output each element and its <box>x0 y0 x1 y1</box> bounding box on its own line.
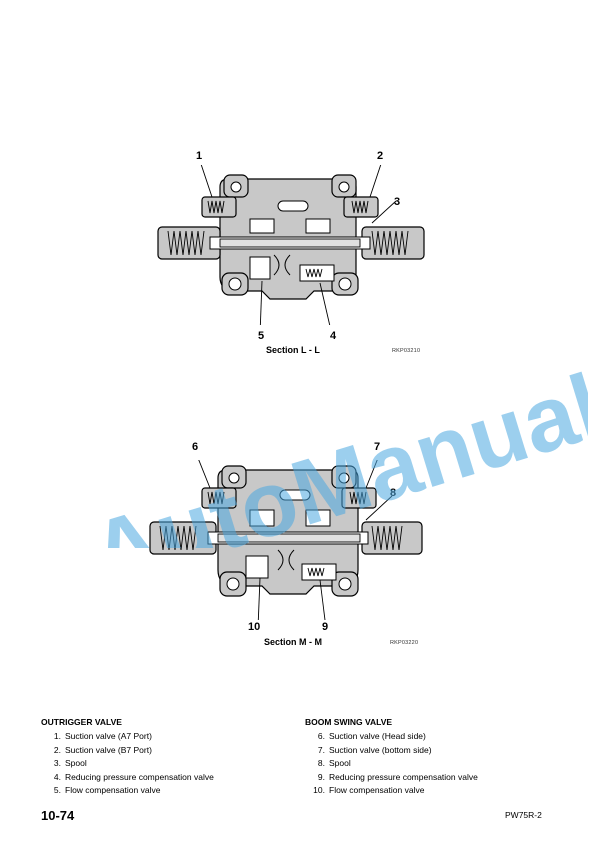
list-item: 10.Flow compensation valve <box>313 785 425 796</box>
list-item: 2.Suction valve (B7 Port) <box>53 744 152 755</box>
model-code: PW75R-2 <box>505 810 542 820</box>
callout-8: 8 <box>390 487 397 499</box>
callout-9: 9 <box>322 621 329 633</box>
section-l-l-code: RKP03210 <box>392 348 421 354</box>
callout-1: 1 <box>196 150 203 162</box>
legend-title: OUTRIGGER VALVE <box>41 717 122 727</box>
list-item: 3.Spool <box>53 758 87 769</box>
section-m-m-code: RKP03220 <box>390 640 419 646</box>
section-m-m-caption: Section M - M <box>264 637 322 647</box>
page-number: 10-74 <box>41 808 75 823</box>
section-l-l-drawing <box>157 165 425 325</box>
callout-2: 2 <box>377 150 384 162</box>
list-item: 6.Suction valve (Head side) <box>317 731 426 742</box>
callout-10: 10 <box>248 621 261 633</box>
legend-title: BOOM SWING VALVE <box>305 717 393 727</box>
list-item: 7.Suction valve (bottom side) <box>317 744 432 755</box>
list-item: 1.Suction valve (A7 Port) <box>53 731 152 742</box>
boom-swing-valve-legend: BOOM SWING VALVE 6.Suction valve (Head s… <box>305 716 478 797</box>
list-item: 5.Flow compensation valve <box>53 785 161 796</box>
callout-3: 3 <box>394 196 401 208</box>
section-l-l-caption: Section L - L <box>266 345 320 355</box>
callout-7: 7 <box>374 441 381 453</box>
outrigger-valve-legend: OUTRIGGER VALVE 1.Suction valve (A7 Port… <box>41 716 214 797</box>
list-item: 9.Reducing pressure compensation valve <box>317 771 478 782</box>
list-item: 8.Spool <box>317 758 351 769</box>
callout-5: 5 <box>258 330 265 342</box>
callout-4: 4 <box>330 330 337 342</box>
list-item: 4.Reducing pressure compensation valve <box>53 771 214 782</box>
callout-6: 6 <box>192 441 199 453</box>
section-m-m-drawing <box>149 460 423 620</box>
